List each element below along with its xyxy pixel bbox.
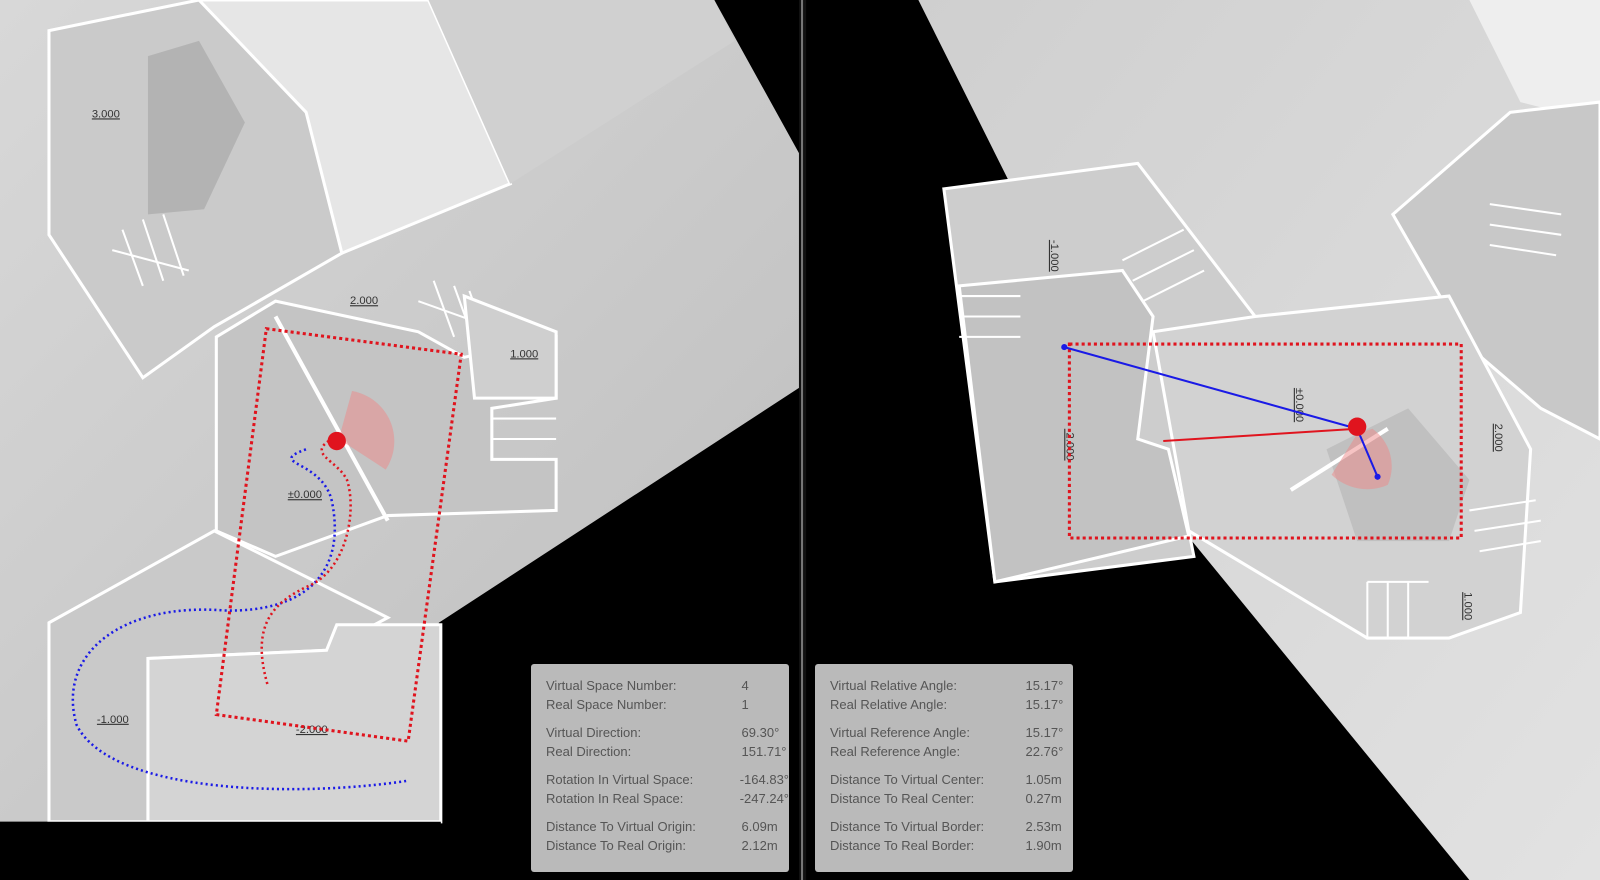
level-label: ±0.000 bbox=[288, 489, 322, 501]
info-row: Real Space Number: 1 bbox=[546, 695, 789, 714]
info-row: Distance To Virtual Origin: 6.09m bbox=[546, 817, 789, 836]
info-value: 6.09m bbox=[741, 819, 778, 834]
info-label: Rotation In Real Space: bbox=[546, 791, 684, 806]
level-label: -2.000 bbox=[296, 724, 328, 736]
info-value: 0.27m bbox=[1025, 791, 1062, 806]
level-label: -2.000 bbox=[1063, 429, 1075, 461]
level-labels: 3.000 2.000 1.000 ±0.000 -1.000 -2.000 bbox=[92, 108, 538, 736]
info-label: Virtual Direction: bbox=[546, 725, 642, 740]
left-view: 3.000 2.000 1.000 ±0.000 -1.000 -2.000 bbox=[0, 0, 799, 880]
info-value: 2.12m bbox=[741, 838, 778, 853]
info-value: 2.53m bbox=[1025, 819, 1062, 834]
info-row: Distance To Virtual Border: 2.53m bbox=[830, 817, 1073, 836]
info-value: 69.30° bbox=[741, 725, 780, 740]
info-label: Rotation In Virtual Space: bbox=[546, 772, 694, 787]
info-label: Distance To Real Border: bbox=[830, 838, 975, 853]
info-group: Virtual Direction: 69.30° Real Direction: 1… bbox=[546, 723, 789, 761]
info-row: Rotation In Real Space: -247.24° bbox=[546, 789, 789, 808]
info-label: Distance To Virtual Center: bbox=[830, 772, 985, 787]
view-cone bbox=[338, 390, 395, 470]
info-value: -247.24° bbox=[739, 791, 789, 806]
info-label: Distance To Virtual Origin: bbox=[546, 819, 696, 834]
direction-line bbox=[1356, 428, 1379, 478]
level-label: 1.000 bbox=[1461, 592, 1473, 620]
info-value: 22.76° bbox=[1025, 744, 1064, 759]
level-label: 3.000 bbox=[92, 108, 120, 120]
level-label: -1.000 bbox=[1048, 240, 1060, 272]
real-path bbox=[260, 437, 352, 685]
level-label: ±0.000 bbox=[1293, 388, 1305, 422]
stairs bbox=[959, 203, 1562, 639]
level-label: 2.000 bbox=[1492, 424, 1504, 452]
info-row: Virtual Space Number: 4 bbox=[546, 676, 789, 695]
tracking-boundary bbox=[1067, 342, 1463, 540]
virtual-reference-line bbox=[1064, 346, 1358, 430]
tracking-boundary bbox=[214, 327, 463, 743]
info-group: Rotation In Virtual Space:-164.83°Rotati… bbox=[546, 770, 789, 808]
info-group: Virtual Reference Angle: 15.17° Real Refer… bbox=[830, 723, 1073, 761]
info-value: 15.17° bbox=[1025, 678, 1064, 693]
level-label: -1.000 bbox=[97, 714, 129, 726]
info-value: 1.90m bbox=[1025, 838, 1062, 853]
info-label: Distance To Real Origin: bbox=[546, 838, 686, 853]
info-row: Real Relative Angle: 15.17° bbox=[830, 695, 1073, 714]
info-value: 15.17° bbox=[1025, 697, 1064, 712]
info-label: Virtual Space Number: bbox=[546, 678, 677, 693]
right-info-panel: Virtual Relative Angle:15.17°Real Relati… bbox=[815, 664, 1073, 872]
info-label: Real Direction: bbox=[546, 744, 632, 759]
info-label: Virtual Reference Angle: bbox=[830, 725, 970, 740]
info-value: 4 bbox=[741, 678, 749, 693]
info-row: Real Reference Angle: 22.76° bbox=[830, 742, 1073, 761]
info-value: 15.17° bbox=[1025, 725, 1064, 740]
info-row: Distance To Real Origin: 2.12m bbox=[546, 836, 789, 855]
level-label: 1.000 bbox=[510, 348, 538, 360]
info-group: Virtual Relative Angle:15.17°Real Relati… bbox=[830, 676, 1073, 714]
info-value: 1.05m bbox=[1025, 772, 1062, 787]
level-labels: -1.000 ±0.000 -2.000 2.000 1.000 bbox=[1048, 240, 1504, 620]
user-avatar-icon bbox=[327, 431, 346, 451]
info-label: Real Relative Angle: bbox=[830, 697, 948, 712]
user-avatar-icon bbox=[1347, 417, 1367, 436]
level-label: 2.000 bbox=[350, 295, 378, 307]
info-label: Real Reference Angle: bbox=[830, 744, 961, 759]
info-row: Distance To Virtual Center: 1.05m bbox=[830, 770, 1073, 789]
info-label: Virtual Relative Angle: bbox=[830, 678, 957, 693]
info-value: 1 bbox=[741, 697, 749, 712]
virtual-path bbox=[71, 447, 407, 791]
info-value: -164.83° bbox=[739, 772, 789, 787]
info-row: Real Direction: 151.71° bbox=[546, 742, 789, 761]
real-reference-line bbox=[1163, 427, 1358, 443]
info-row: Virtual Reference Angle: 15.17° bbox=[830, 723, 1073, 742]
right-view: -1.000 ±0.000 -2.000 2.000 1.000 bbox=[918, 0, 1600, 880]
info-label: Distance To Virtual Border: bbox=[830, 819, 985, 834]
info-row: Virtual Direction: 69.30° bbox=[546, 723, 789, 742]
info-value: 151.71° bbox=[741, 744, 787, 759]
info-row: Distance To Real Border: 1.90m bbox=[830, 836, 1073, 855]
info-label: Real Space Number: bbox=[546, 697, 667, 712]
info-row: Distance To Real Center: 0.27m bbox=[830, 789, 1073, 808]
info-row: Rotation In Virtual Space: -164.83° bbox=[546, 770, 789, 789]
info-label: Distance To Real Center: bbox=[830, 791, 975, 806]
info-row: Virtual Relative Angle: 15.17° bbox=[830, 676, 1073, 695]
